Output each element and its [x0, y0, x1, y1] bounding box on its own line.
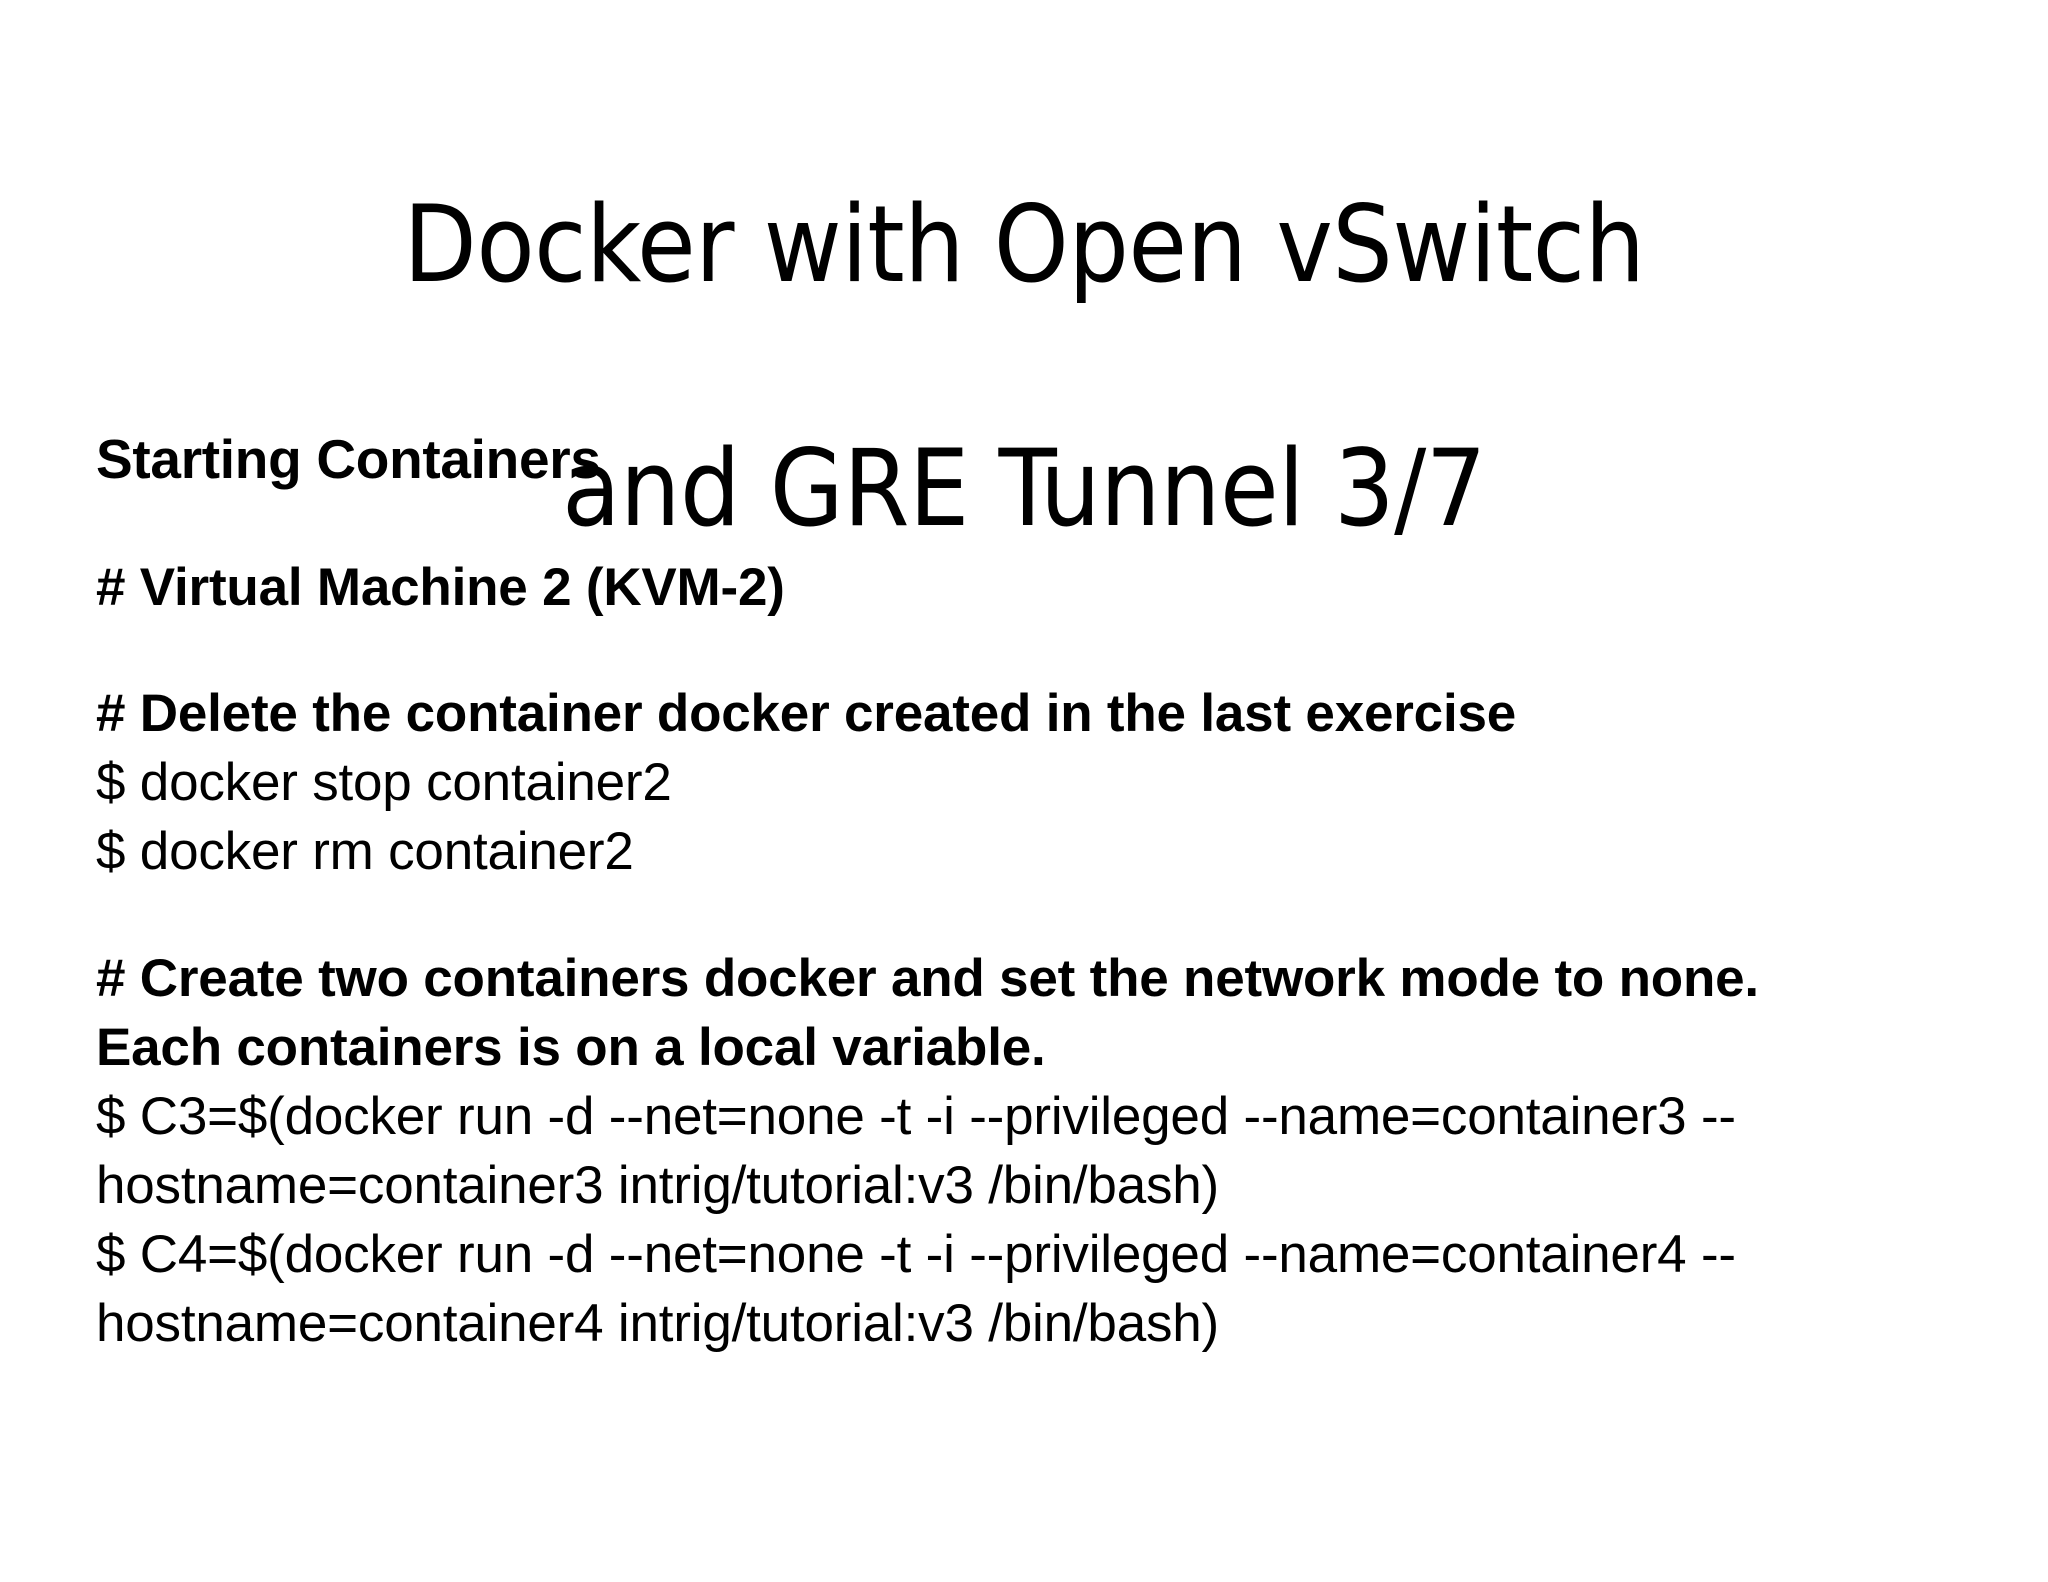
slide-title-line-1: Docker with Open vSwitch [403, 182, 1645, 306]
spacer [96, 496, 1986, 554]
spacer [96, 887, 1986, 945]
slide-title-line-2: and GRE Tunnel 3/7 [562, 426, 1486, 550]
comment-delete-container: # Delete the container docker created in… [96, 684, 1517, 744]
command-docker-stop-container2: $ docker stop container2 [96, 753, 672, 813]
spacer [96, 622, 1986, 680]
slide-title: Docker with Open vSwitch and GRE Tunnel … [120, 62, 1928, 671]
command-create-container3: $ C3=$(docker run -d --net=none -t -i --… [96, 1086, 1736, 1215]
comment-create-two-containers-line-2: Each containers is on a local variable. [96, 1017, 1046, 1077]
comment-virtual-machine-2: # Virtual Machine 2 (KVM-2) [96, 557, 785, 617]
command-docker-rm-container2: $ docker rm container2 [96, 822, 634, 882]
section-heading-starting-containers: Starting Containers [96, 428, 601, 490]
slide-body: Starting Containers # Virtual Machine 2 … [96, 424, 1986, 1358]
comment-create-two-containers-line-1: # Create two containers docker and set t… [96, 949, 1759, 1009]
command-create-container4: $ C4=$(docker run -d --net=none -t -i --… [96, 1224, 1736, 1353]
